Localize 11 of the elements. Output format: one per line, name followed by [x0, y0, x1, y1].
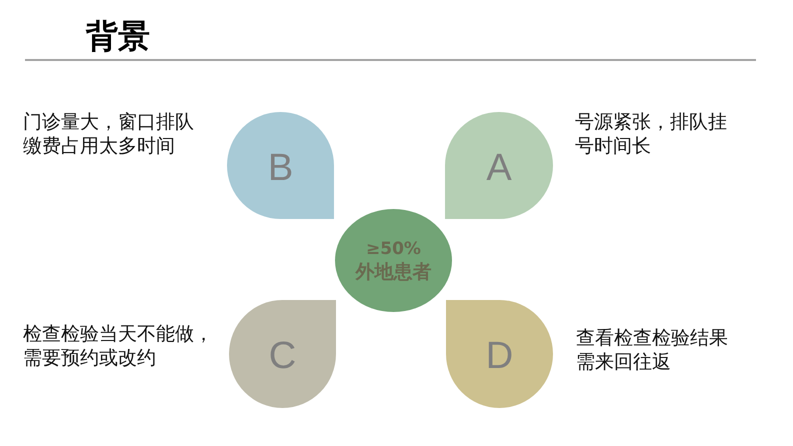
petal-letter: A	[486, 148, 512, 188]
description-text: 门诊量大，窗口排队缴费占用太多时间	[23, 110, 195, 158]
description-text: 号源紧张，排队挂号时间长	[575, 110, 728, 158]
description-text: 查看检查检验结果需来回往返	[576, 326, 729, 374]
description-text: 检查检验当天不能做，需要预约或改约	[23, 322, 214, 370]
petal-letter: B	[268, 148, 294, 188]
page-title: 背景	[86, 19, 150, 53]
petal-letter: C	[268, 336, 296, 376]
petal-letter: D	[486, 336, 514, 376]
hub-label: 外地患者	[356, 260, 432, 284]
percentage-text: ≥50%	[366, 238, 421, 260]
